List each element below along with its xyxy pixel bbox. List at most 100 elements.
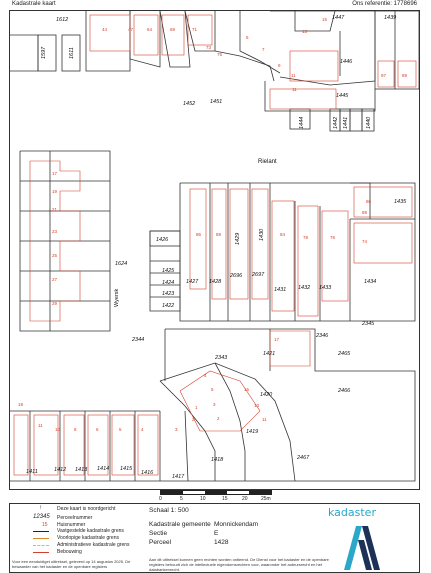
parcel-2467: 2467 <box>296 455 310 461</box>
house-number: 64 <box>147 27 153 32</box>
parcel-1447: 1447 <box>332 15 345 21</box>
house-number: 86 <box>196 232 202 237</box>
parcel-1434: 1434 <box>364 279 376 285</box>
parcel-2343: 2343 <box>214 355 228 361</box>
scale-tick: 10 <box>200 496 206 502</box>
legend-label: Voorlopige kadastrale grens <box>57 535 119 541</box>
scale-bar <box>160 490 272 495</box>
parcel-1425: 1425 <box>162 268 175 274</box>
parcel-1432: 1432 <box>298 285 310 291</box>
parcel-1411: 1411 <box>26 469 38 475</box>
legend-label: Perceelnummer <box>57 515 93 521</box>
header-right-title: Ons referentie: 1778696 <box>352 1 417 7</box>
parcel-1431: 1431 <box>274 287 286 293</box>
house-number: 5 <box>119 427 122 432</box>
house-number: 88 <box>362 210 368 215</box>
meta-footnote: Aan dit uittreksel kunnen geen rechten w… <box>149 557 329 572</box>
house-number: 86 <box>366 199 372 204</box>
legend-line <box>33 545 49 546</box>
house-number: 89 <box>402 73 408 78</box>
parcel-1428: 1428 <box>209 279 222 285</box>
house-number: 69 <box>170 27 176 32</box>
legend-footnote: Voor een eenduidiget uittreksel, gelever… <box>12 559 131 569</box>
house-number: 4 <box>141 427 144 432</box>
legend-line <box>33 538 49 539</box>
header-left-title: Kadastrale kaart <box>12 1 56 7</box>
parcel-1415: 1415 <box>120 466 133 472</box>
parcel-1413: 1413 <box>75 467 88 473</box>
legend-symbol: 12345 <box>33 514 50 520</box>
road-label: Wyersk <box>114 288 120 307</box>
parcel-1597: 1597 <box>41 46 47 59</box>
parcel-1445: 1445 <box>336 93 349 99</box>
house-number: 13 <box>302 29 308 34</box>
parcel-1429: 1429 <box>235 233 241 245</box>
house-number: 73 <box>206 45 212 50</box>
parcel-1624: 1624 <box>115 261 127 267</box>
parcel-1424: 1424 <box>162 280 174 286</box>
kadaster-wordmark: kadaster <box>328 506 376 519</box>
house-number: 6 <box>96 427 99 432</box>
scale-tick: 25m <box>261 496 271 502</box>
house-number: 3 <box>213 402 216 407</box>
cadastral-map[interactable]: 1612 1597 1611 1452 1451 1447 1439 1446 … <box>10 11 419 489</box>
parcel-2466: 2466 <box>337 388 351 394</box>
parcel-1417: 1417 <box>172 474 185 480</box>
parcel-1427: 1427 <box>186 279 199 285</box>
parcel-1440: 1440 <box>366 116 372 129</box>
parcel-1422: 1422 <box>162 303 174 309</box>
street-label: Rielant <box>258 159 277 165</box>
legend-label: Huisnummer <box>57 522 86 528</box>
house-number: 19 <box>18 402 24 407</box>
house-number: 75 <box>217 52 223 57</box>
scale-tick: 20 <box>242 496 248 502</box>
house-number: 3 <box>175 427 178 432</box>
parcel-1452: 1452 <box>183 101 195 107</box>
house-number: 1 <box>195 405 198 410</box>
house-number: 71 <box>192 27 198 32</box>
parcel-1421: 1421 <box>263 351 275 357</box>
parcel-1433: 1433 <box>319 285 332 291</box>
house-number: 44 <box>102 27 108 32</box>
house-number: 23 <box>52 229 58 234</box>
house-number: 2 <box>217 416 220 421</box>
parcel-1435: 1435 <box>394 199 407 205</box>
parcel-1439: 1439 <box>384 15 396 21</box>
house-number: 78 <box>303 235 309 240</box>
parcel-1419: 1419 <box>246 429 258 435</box>
kadaster-mark-icon <box>344 526 380 570</box>
parcel-2696: 2696 <box>229 273 243 279</box>
house-number: 29 <box>52 301 58 306</box>
gemeente-value: Monnickendam <box>214 521 259 528</box>
parcel-1416: 1416 <box>141 470 154 476</box>
legend-symbol: 15 <box>42 522 48 528</box>
map-frame: 1612 1597 1611 1452 1451 1447 1439 1446 … <box>9 10 420 490</box>
house-number: 8 <box>74 427 77 432</box>
parcel-1612: 1612 <box>56 17 68 23</box>
house-number: 11 <box>292 87 297 92</box>
house-number: 25 <box>52 253 58 258</box>
building-outlines <box>13 14 417 476</box>
sectie-value: E <box>214 530 219 537</box>
house-number: 7 <box>262 47 265 52</box>
perceel-value: 1428 <box>214 539 229 546</box>
house-number: 74 <box>362 239 368 244</box>
legend-label: Bebouwing <box>57 549 82 555</box>
legend-label: Deze kaart is noordgericht <box>57 506 116 512</box>
house-number: 27 <box>52 277 58 282</box>
perceel-label: Perceel <box>149 539 172 546</box>
parcel-1414: 1414 <box>97 466 109 472</box>
parcel-1420: 1420 <box>260 392 273 398</box>
scale-label: Schaal 1: 500 <box>149 507 189 514</box>
house-number: 84 <box>280 232 286 237</box>
house-number: 5 <box>211 387 214 392</box>
scale-tick: 15 <box>222 496 228 502</box>
parcel-2465: 2465 <box>337 351 351 357</box>
parcel-1444: 1444 <box>299 117 305 129</box>
house-number: 47 <box>128 27 134 32</box>
house-number: 11 <box>262 417 267 422</box>
parcel-boundaries <box>10 11 419 482</box>
house-number: 15 <box>244 387 250 392</box>
scale-tick: 5 <box>180 496 183 502</box>
parcel-1611: 1611 <box>69 47 75 59</box>
